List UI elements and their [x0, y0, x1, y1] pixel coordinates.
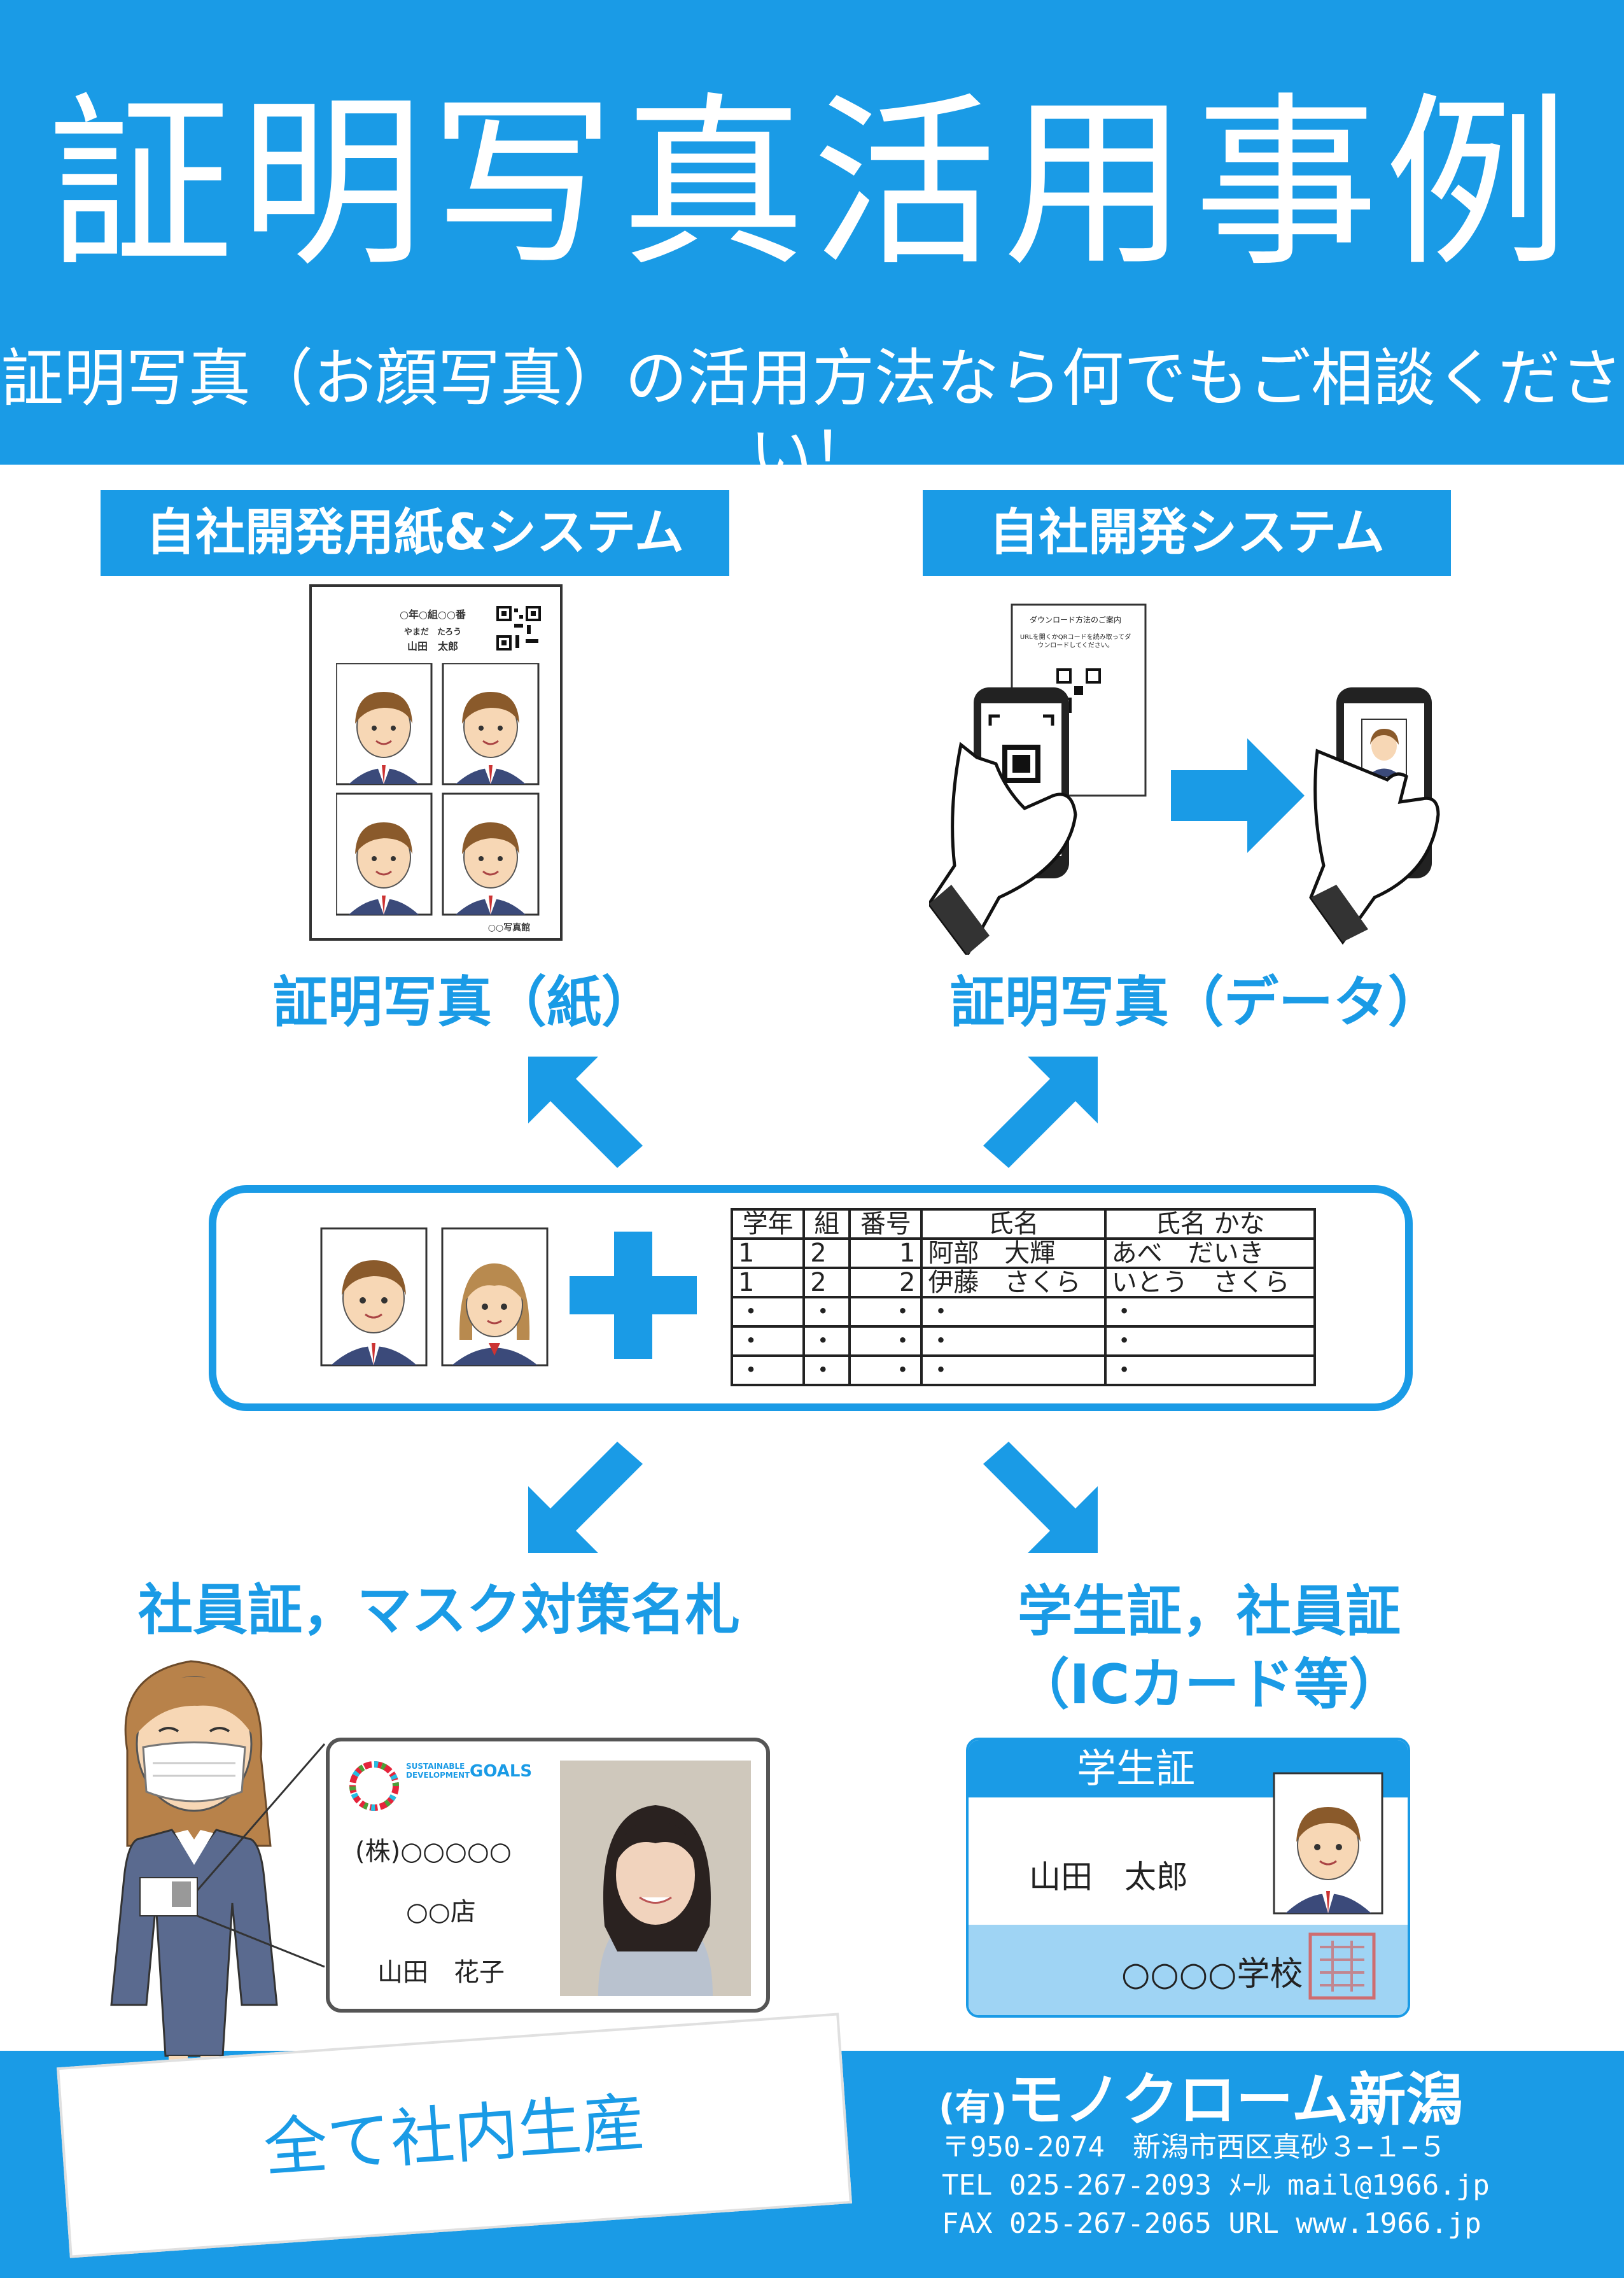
label-paper-system: 自社開発用紙&システム [101, 490, 729, 576]
column-header: 組 [802, 1208, 851, 1240]
smartphone-workflow-illustration [929, 603, 1440, 955]
table-cell: ・ [1103, 1296, 1317, 1328]
company-fax: FAX 025-267-2065 URL www.1966.jp [942, 2207, 1481, 2240]
table-cell: 2 [802, 1267, 851, 1298]
table-cell: ・ [920, 1325, 1107, 1357]
sheet-studio: ○○写真館 [487, 923, 531, 933]
sheet-kana-line: やまだ たろう [403, 628, 462, 637]
page-title: 証明写真活用事例 [48, 77, 1576, 292]
label-data-system: 自社開発システム [923, 490, 1451, 576]
table-cell: ・ [848, 1325, 923, 1357]
student-id-card: 学生証 山田 太郎 ○○○○学校 [966, 1738, 1410, 2018]
sdg-label-bottom: DEVELOPMENT [406, 1771, 470, 1780]
table-row: 1 2 1 阿部 大輝 あべ だいき [730, 1237, 1317, 1269]
table-cell: あべ だいき [1103, 1237, 1317, 1269]
heading-student-id: 学生証，社員証 （ICカード等） [923, 1575, 1495, 1722]
table-cell: ・ [848, 1354, 923, 1386]
download-sheet-title: ダウンロード方法のご案内 [1029, 615, 1121, 624]
staff-company: (株)○○○○○ [355, 1837, 512, 1866]
table-cell: ・ [730, 1296, 806, 1328]
school-seal-icon [1308, 1932, 1376, 2000]
column-header: 番号 [848, 1208, 923, 1240]
table-row: 1 2 2 伊藤 さくら いとう さくら [730, 1267, 1317, 1298]
student-card-title: 学生証 [1077, 1745, 1196, 1792]
sdg-wheel-icon [349, 1761, 399, 1811]
plus-icon [570, 1232, 697, 1359]
header-banner [0, 0, 1624, 465]
company-tel: TEL 025-267-2093 ﾒｰﾙ mail@1966.jp [942, 2169, 1490, 2202]
table-cell: 2 [848, 1267, 923, 1298]
sheet-name-line: 山田 太郎 [407, 640, 458, 652]
column-header: 氏名 [920, 1208, 1107, 1240]
qr-code-icon [496, 606, 541, 650]
table-cell: 阿部 大輝 [920, 1237, 1107, 1269]
table-row: ・ ・ ・ ・ ・ [730, 1354, 1317, 1386]
column-header: 学年 [730, 1208, 806, 1240]
masked-staff-illustration [110, 1660, 326, 2081]
student-photos [320, 1227, 549, 1367]
table-row: ・ ・ ・ ・ ・ [730, 1296, 1317, 1328]
download-sheet-instruction: URLを開くかQRコードを読み取ってダウンロードしてください。 [1019, 634, 1131, 649]
table-cell: 1 [848, 1237, 923, 1269]
table-cell: 2 [802, 1237, 851, 1269]
heading-student-line1: 学生証，社員証 [1018, 1580, 1401, 1643]
heading-staff-id: 社員証，マスク対策名札 [138, 1578, 740, 1642]
staff-branch: ○○店 [406, 1897, 476, 1927]
heading-student-line2: （ICカード等） [1014, 1653, 1404, 1717]
student-photo [1273, 1772, 1383, 1915]
staff-photo [560, 1761, 751, 1996]
company-name-text: モノクローム新潟 [1007, 2067, 1464, 2134]
page-subtitle: 証明写真（お顔写真）の活用方法なら何でもご相談ください！ [1, 342, 1623, 491]
table-cell: 伊藤 さくら [920, 1267, 1107, 1298]
student-name: 山田 太郎 [1029, 1859, 1188, 1895]
table-cell: ・ [802, 1296, 851, 1328]
staff-name: 山田 花子 [377, 1958, 505, 1987]
company-prefix: (有) [939, 2087, 1007, 2128]
arrow-down-right-icon [983, 1442, 1098, 1553]
table-cell: ・ [920, 1296, 1107, 1328]
staff-id-card: SUSTAINABLE DEVELOPMENT GOALS (株)○○○○○ ○… [326, 1738, 770, 2013]
table-header-row: 学年 組 番号 氏名 氏名 かな [730, 1208, 1317, 1240]
sdg-goals-label: GOALS [470, 1762, 533, 1781]
photo-print-sheet: ○年○組○○番 やまだ たろう 山田 太郎 ○○写真館 [309, 584, 563, 941]
company-name: (有)モノクローム新潟 [939, 2065, 1575, 2143]
arrow-down-left-icon [528, 1442, 643, 1553]
arrow-up-right-icon [983, 1057, 1098, 1168]
student-roster-table: 学年 組 番号 氏名 氏名 かな 1 2 1 阿部 大輝 あべ だいき 1 2 … [730, 1208, 1317, 1386]
table-cell: ・ [730, 1325, 806, 1357]
table-cell: 1 [730, 1237, 806, 1269]
company-address: 〒950-2074 新潟市西区真砂３−１−５ [942, 2131, 1446, 2163]
table-cell: ・ [802, 1325, 851, 1357]
student-school: ○○○○学校 [1121, 1955, 1303, 1993]
photo-grid [336, 663, 540, 916]
heading-photo-data: 証明写真（データ） [950, 971, 1443, 1034]
table-cell: ・ [848, 1296, 923, 1328]
arrow-up-left-icon [528, 1057, 643, 1168]
sheet-class-line: ○年○組○○番 [400, 608, 466, 621]
table-cell: ・ [1103, 1354, 1317, 1386]
table-cell: ・ [1103, 1325, 1317, 1357]
table-row: ・ ・ ・ ・ ・ [730, 1325, 1317, 1357]
table-cell: いとう さくら [1103, 1267, 1317, 1298]
table-cell: ・ [802, 1354, 851, 1386]
table-cell: ・ [920, 1354, 1107, 1386]
heading-photo-paper: 証明写真（紙） [273, 971, 656, 1034]
student-card-footer [969, 1925, 1408, 2015]
table-cell: ・ [730, 1354, 806, 1386]
sdg-label-top: SUSTAINABLE [406, 1762, 465, 1771]
table-cell: 1 [730, 1267, 806, 1298]
column-header: 氏名 かな [1103, 1208, 1317, 1240]
